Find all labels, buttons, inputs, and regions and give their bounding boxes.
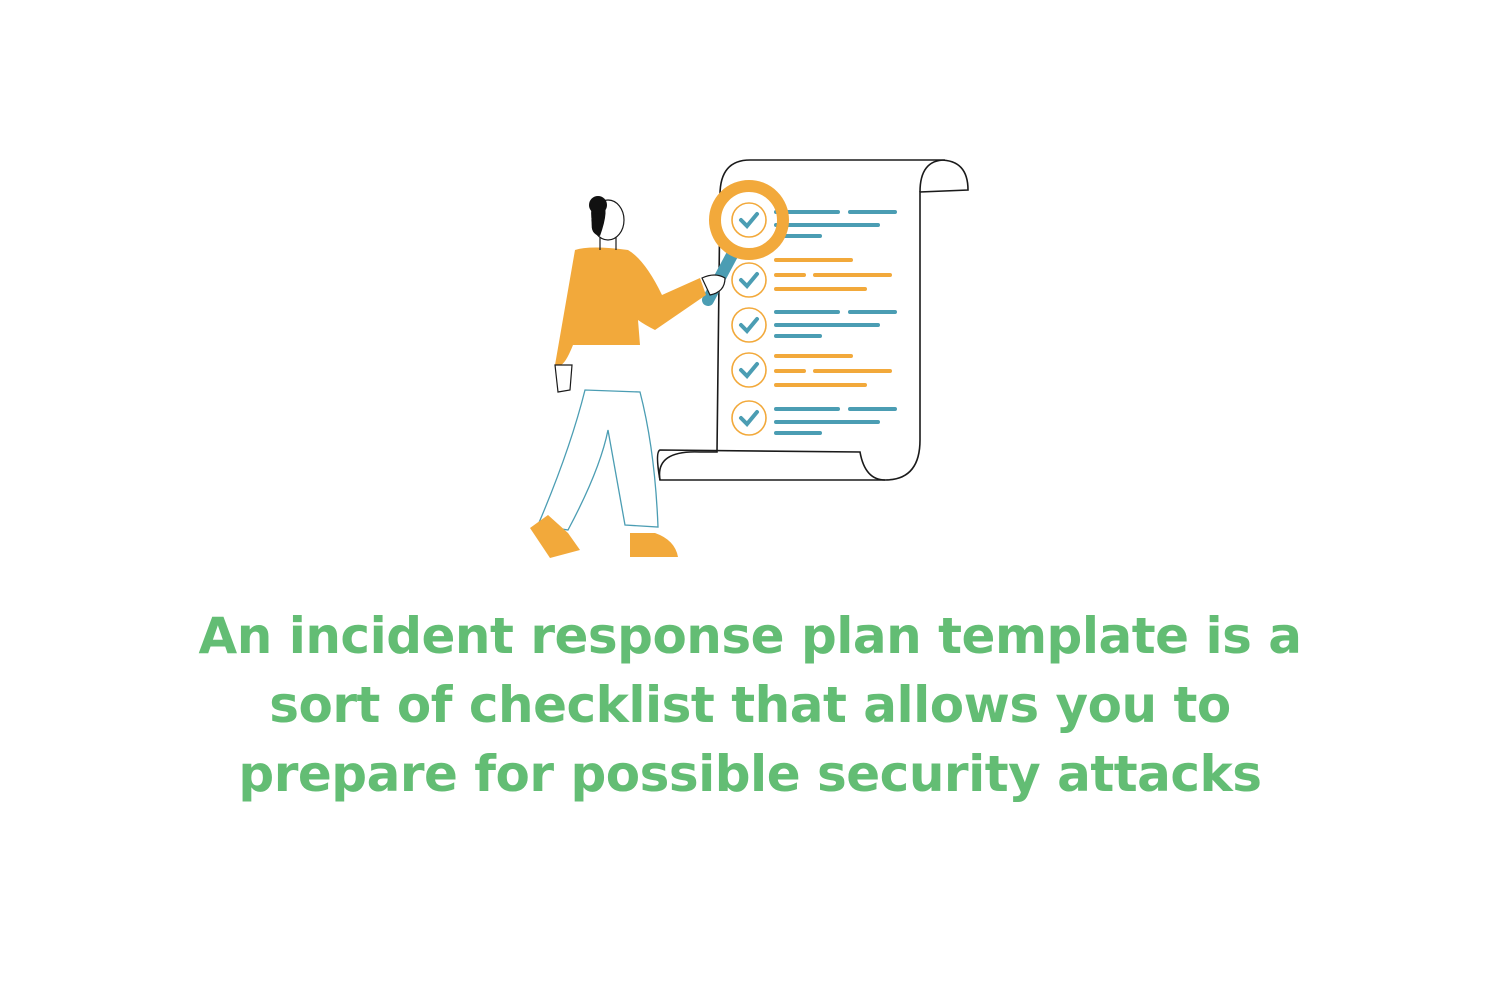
caption-text: An incident response plan template is a … (0, 602, 1500, 809)
caption-line-2: sort of checklist that allows you to (269, 676, 1231, 734)
scroll-document-icon (656, 159, 969, 481)
checklist-rows (731, 202, 897, 436)
woman-figure-icon (530, 196, 726, 558)
caption-line-1: An incident response plan template is a (198, 607, 1303, 665)
checklist-illustration (530, 159, 969, 558)
caption-line-3: prepare for possible security attacks (238, 745, 1262, 803)
